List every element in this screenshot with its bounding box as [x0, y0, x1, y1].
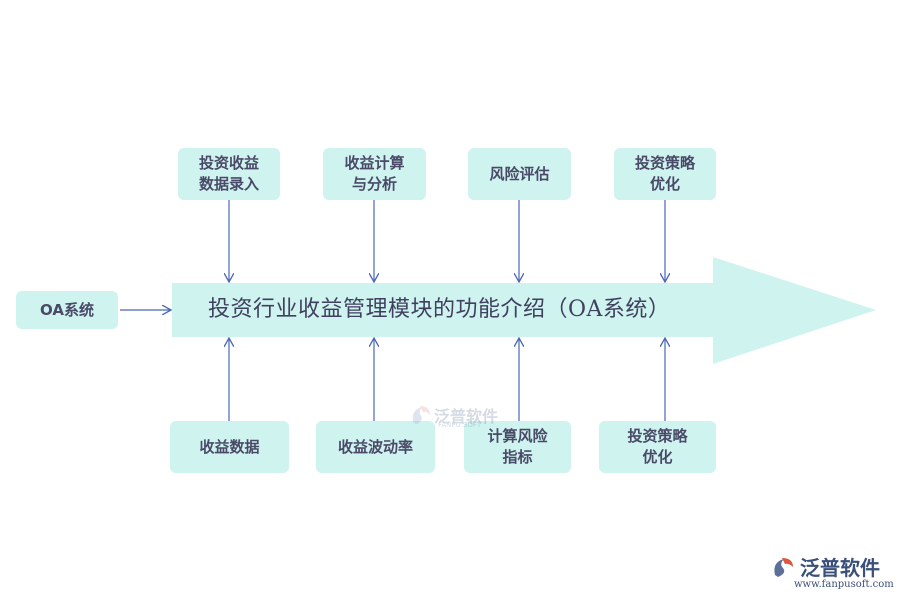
watermark: 泛普软件 FANPU SOFT	[408, 402, 499, 429]
bottom-box-3: 计算风险 指标	[464, 421, 571, 473]
top-box-2: 收益计算 与分析	[323, 148, 426, 200]
brand-logo: 泛普软件	[770, 552, 880, 581]
main-arrow	[172, 257, 876, 364]
bottom-box-4: 投资策略 优化	[599, 421, 716, 473]
top-box-1: 投资收益 数据录入	[178, 148, 280, 200]
top-box-3: 风险评估	[468, 148, 571, 200]
bottom-box-2: 收益波动率	[316, 421, 435, 473]
bottom-box-1: 收益数据	[170, 421, 289, 473]
brand-url: www.fanpusoft.com	[794, 579, 894, 590]
diagram-title: 投资行业收益管理模块的功能介绍（OA系统）	[208, 297, 671, 322]
top-box-4: 投资策略 优化	[614, 148, 716, 200]
fanpu-logo-icon	[774, 557, 793, 577]
brand-name: 泛普软件	[800, 556, 880, 580]
input-box-oa-system: OA系统	[16, 291, 118, 329]
watermark-sub: FANPU SOFT	[438, 421, 482, 429]
fanpu-logo-icon	[412, 406, 430, 424]
watermark-name: 泛普软件	[434, 407, 499, 426]
